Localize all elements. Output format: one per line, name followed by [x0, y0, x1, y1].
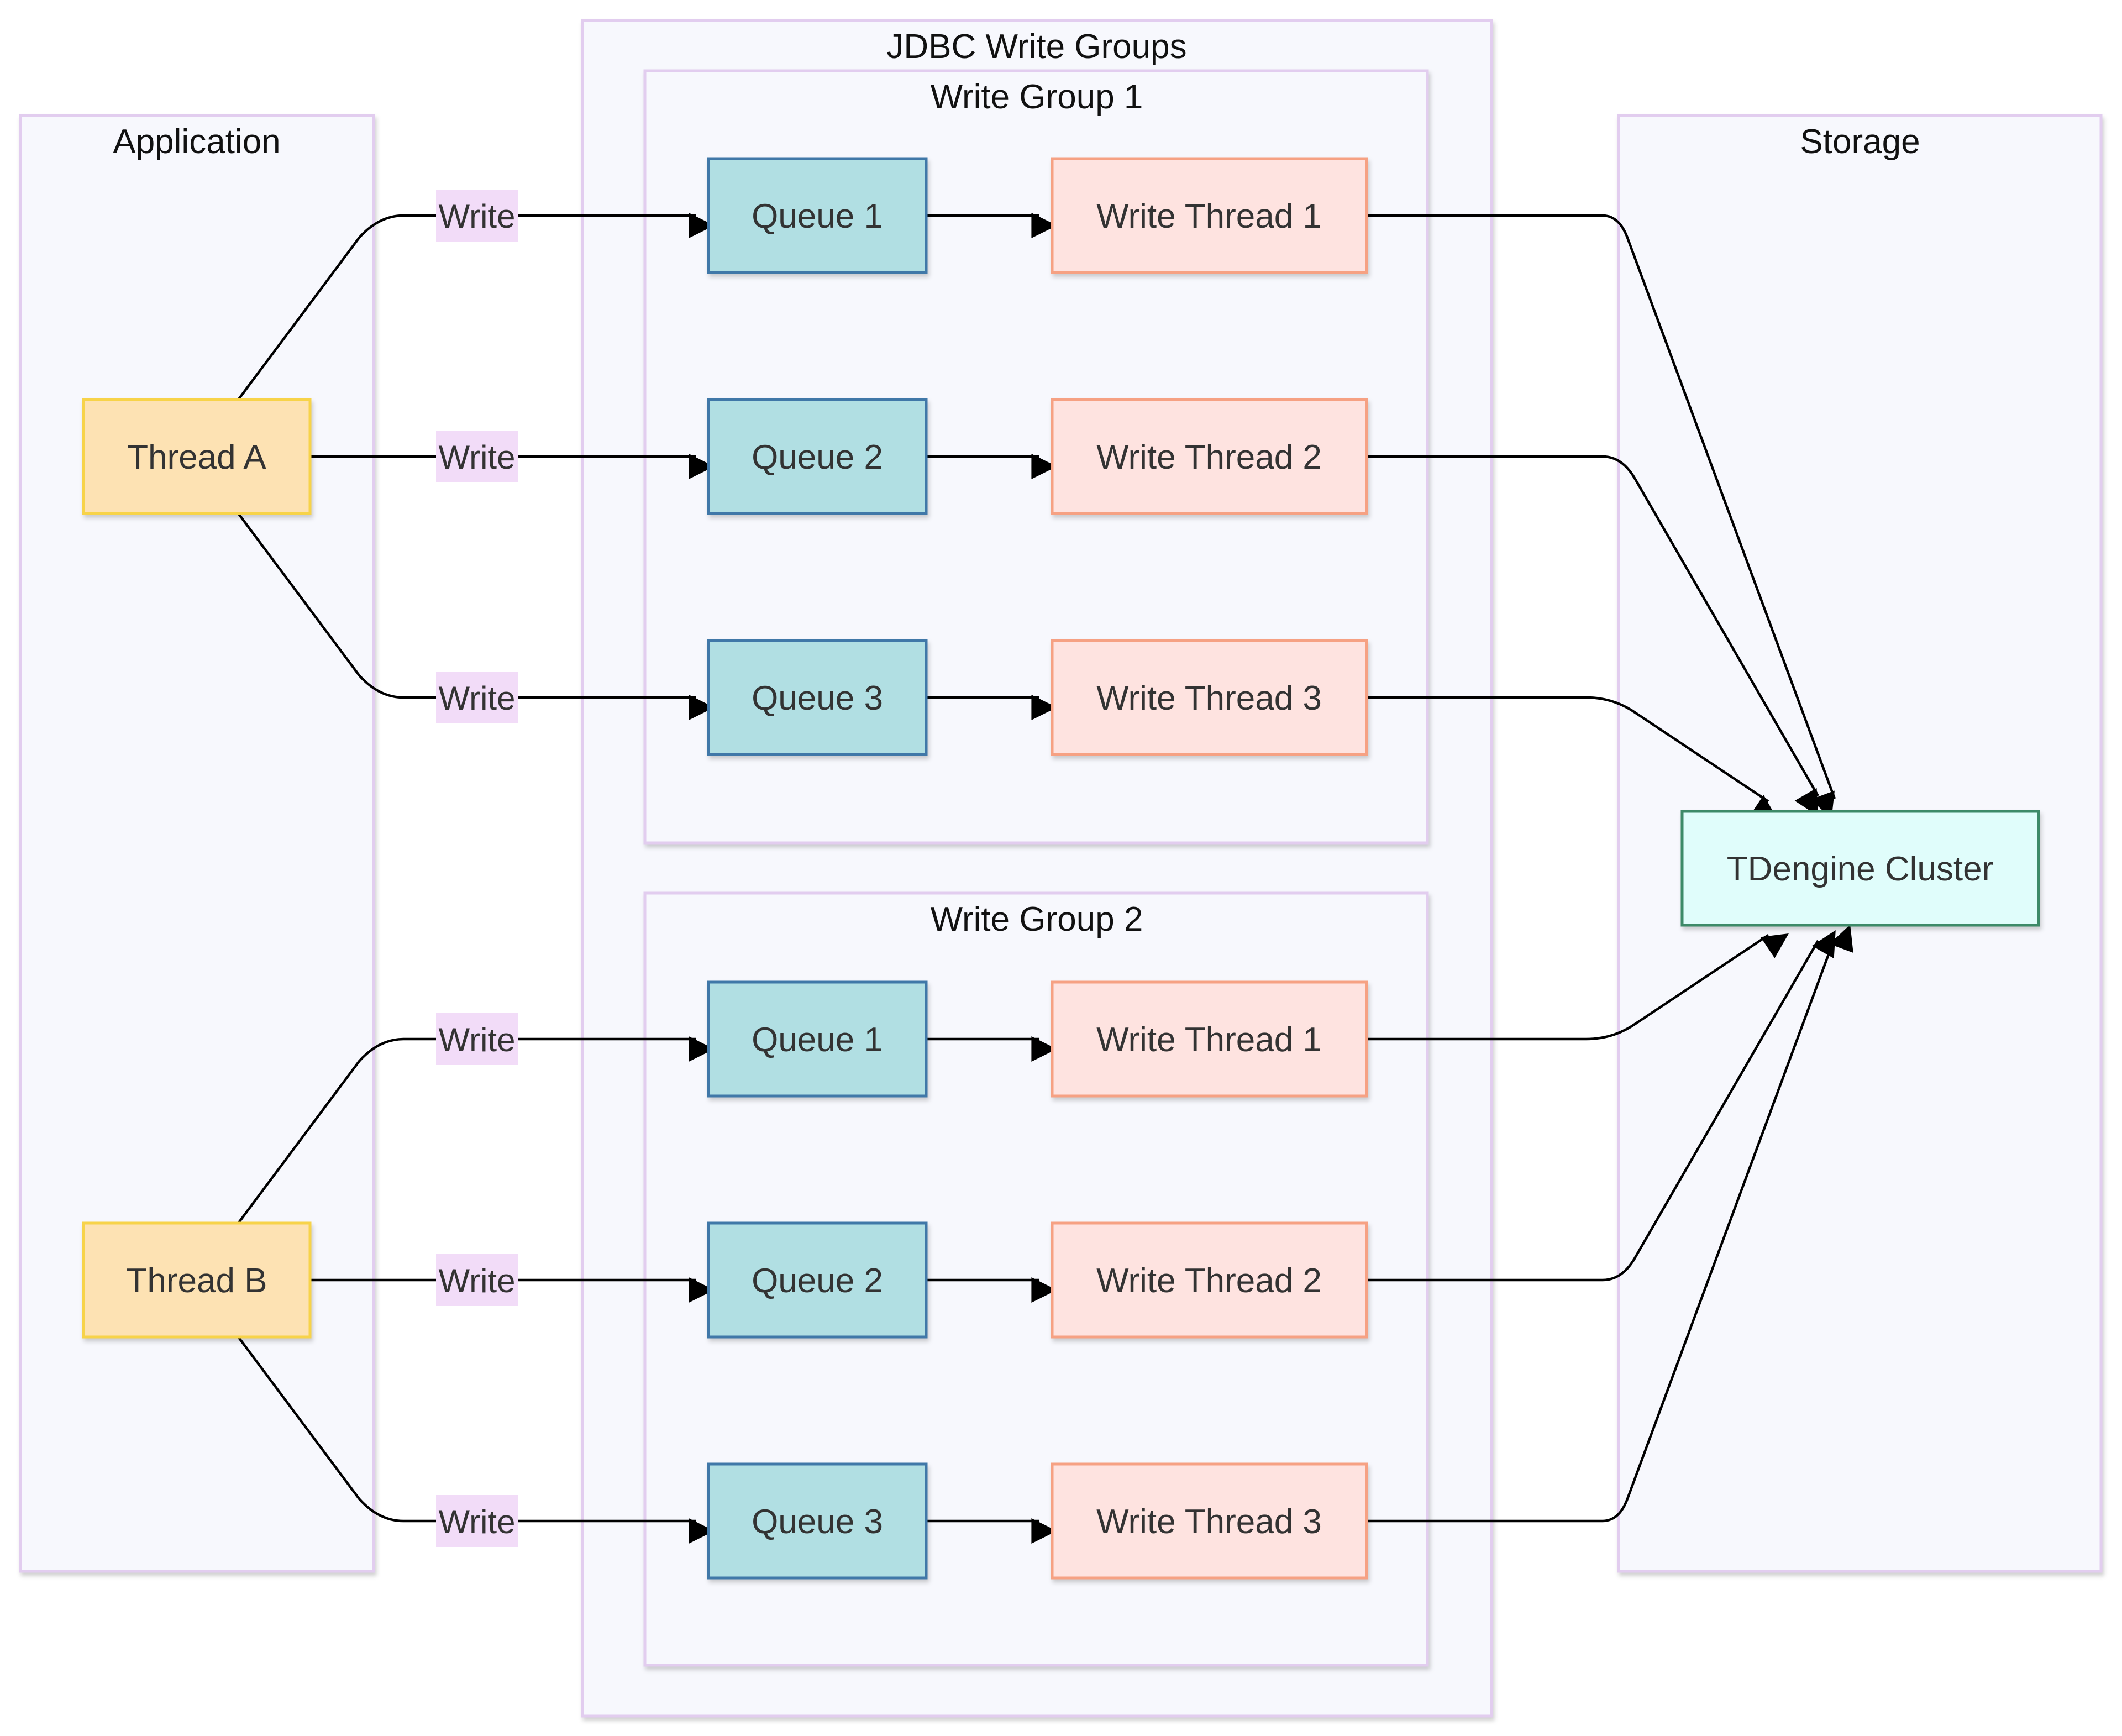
svg-text:Write: Write [439, 1503, 516, 1540]
jdbc-cluster-title: JDBC Write Groups [886, 28, 1186, 66]
svg-text:Write: Write [439, 439, 516, 476]
write-group-2-title: Write Group 2 [931, 900, 1143, 938]
edge-g2-writer-3-tdengine [1367, 924, 1853, 1523]
node-thread-b-label: Thread B [126, 1262, 267, 1300]
node-g1-queue-3[interactable]: Queue 3 [707, 639, 928, 756]
node-g2-write-thread-1-label: Write Thread 1 [1096, 1021, 1322, 1059]
svg-text:Write: Write [439, 1021, 516, 1058]
edge-g1-writer-3-tdengine [1367, 696, 1778, 820]
svg-text:Write: Write [439, 198, 516, 235]
edge-g2-writer-1-tdengine [1367, 933, 1789, 1041]
node-g2-write-thread-3-label: Write Thread 3 [1096, 1503, 1322, 1541]
node-g1-queue-2-label: Queue 2 [752, 438, 883, 476]
edge-label-write: Write [436, 431, 518, 482]
node-g2-write-thread-1[interactable]: Write Thread 1 [1051, 980, 1368, 1098]
application-cluster-box [19, 114, 375, 1573]
node-g2-queue-1[interactable]: Queue 1 [707, 980, 928, 1098]
node-tdengine-cluster-label: TDengine Cluster [1727, 850, 1993, 888]
node-g2-queue-2[interactable]: Queue 2 [707, 1221, 928, 1339]
node-g2-queue-1-label: Queue 1 [752, 1021, 883, 1059]
node-g1-write-thread-3[interactable]: Write Thread 3 [1051, 639, 1368, 756]
edge-thread-b-queue-3 [238, 1336, 715, 1544]
storage-cluster-title: Storage [1800, 123, 1920, 161]
node-g2-write-thread-3[interactable]: Write Thread 3 [1051, 1462, 1368, 1580]
node-g2-queue-3-label: Queue 3 [752, 1503, 883, 1541]
application-cluster: Application [19, 114, 375, 1573]
node-thread-b[interactable]: Thread B [82, 1221, 312, 1339]
node-g1-write-thread-1[interactable]: Write Thread 1 [1051, 157, 1368, 274]
node-g2-queue-3[interactable]: Queue 3 [707, 1462, 928, 1580]
node-thread-a-label: Thread A [127, 438, 266, 476]
node-g1-queue-3-label: Queue 3 [752, 679, 883, 717]
node-g2-write-thread-2-label: Write Thread 2 [1096, 1262, 1322, 1300]
edge-label-write: Write [436, 190, 518, 242]
node-thread-a[interactable]: Thread A [82, 398, 312, 515]
edges [238, 213, 1853, 1544]
edge-g1-writer-2-tdengine [1367, 455, 1819, 817]
edge-labels: Write Write Write Write Write Write [436, 190, 518, 1547]
edge-label-write: Write [436, 1495, 518, 1547]
node-g1-queue-2[interactable]: Queue 2 [707, 398, 928, 515]
node-g1-write-thread-2[interactable]: Write Thread 2 [1051, 398, 1368, 515]
edge-g1-writer-1-tdengine [1367, 214, 1836, 819]
edge-thread-a-queue-3 [238, 513, 715, 720]
node-g1-queue-1[interactable]: Queue 1 [707, 157, 928, 274]
node-g1-write-thread-2-label: Write Thread 2 [1096, 438, 1322, 476]
node-g1-write-thread-3-label: Write Thread 3 [1096, 679, 1322, 717]
node-g1-write-thread-1-label: Write Thread 1 [1096, 197, 1322, 235]
edge-g2-writer-2-tdengine [1367, 930, 1836, 1282]
node-g1-queue-1-label: Queue 1 [752, 197, 883, 235]
node-g2-queue-2-label: Queue 2 [752, 1262, 883, 1300]
svg-text:Write: Write [439, 1262, 516, 1299]
node-tdengine-cluster[interactable]: TDengine Cluster [1680, 810, 2040, 927]
write-group-1-title: Write Group 1 [931, 78, 1143, 116]
application-cluster-title: Application [113, 123, 280, 161]
edge-label-write: Write [436, 1254, 518, 1306]
edge-label-write: Write [436, 672, 518, 723]
svg-text:Write: Write [439, 680, 516, 717]
edge-label-write: Write [436, 1013, 518, 1065]
edge-thread-b-queue-1 [238, 1036, 715, 1224]
node-g2-write-thread-2[interactable]: Write Thread 2 [1051, 1221, 1368, 1339]
edge-thread-a-queue-1 [238, 213, 715, 400]
